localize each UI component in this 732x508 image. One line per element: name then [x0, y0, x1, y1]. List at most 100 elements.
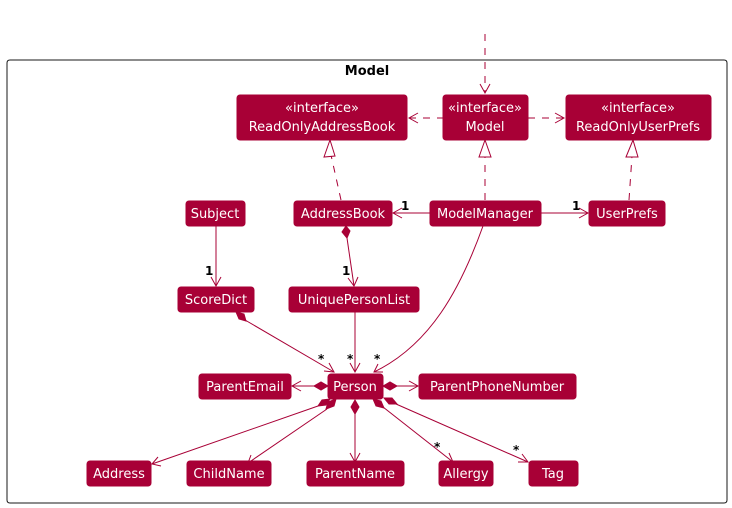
- arrow-head-icon: [347, 276, 359, 287]
- class-name: ModelManager: [437, 207, 534, 222]
- class-box: [186, 460, 272, 487]
- class-name: UserPrefs: [596, 207, 658, 222]
- arrow-head-icon: [407, 112, 419, 124]
- class-addressbook[interactable]: AddressBook: [293, 200, 393, 227]
- composition-diamond-icon: [341, 225, 351, 239]
- class-person[interactable]: Person: [327, 373, 384, 400]
- class-name: AddressBook: [301, 207, 386, 222]
- edge-model-readonlyaddressbook: [407, 112, 444, 124]
- class-parentname[interactable]: ParentName: [306, 460, 405, 487]
- class-tag[interactable]: Tag: [528, 460, 579, 487]
- edge-person-address: [151, 398, 332, 467]
- edge-modelmanager-person: *: [373, 225, 484, 373]
- edge-scoredict-person: *: [235, 311, 335, 373]
- arrow-head-icon: [479, 83, 491, 95]
- class-name: Address: [93, 467, 145, 482]
- multiplicity-label: *: [374, 352, 381, 366]
- class-name: ParentName: [315, 467, 395, 482]
- class-name: Person: [333, 380, 377, 395]
- class-box: [438, 460, 494, 487]
- class-box: [185, 200, 246, 227]
- class-name: ParentPhoneNumber: [430, 380, 565, 395]
- class-box: [528, 460, 579, 487]
- edge-modelmanager-addressbook: 1: [391, 199, 431, 219]
- class-name: Tag: [541, 467, 564, 482]
- class-box: [236, 94, 408, 141]
- class-parentphonenumber[interactable]: ParentPhoneNumber: [418, 373, 577, 400]
- multiplicity-label: 1: [572, 199, 580, 213]
- arrow-head-icon: [210, 276, 222, 288]
- class-box: [327, 373, 384, 400]
- edge-person-parentname: [349, 398, 361, 464]
- class-name: ParentEmail: [206, 380, 284, 395]
- class-name: ReadOnlyAddressBook: [249, 120, 396, 135]
- edge-external-to-model: [479, 34, 491, 95]
- realization-line: [628, 155, 633, 201]
- composition-diamond-icon: [325, 398, 337, 410]
- class-readonlyuserprefs[interactable]: «interface» ReadOnlyUserPrefs: [565, 94, 712, 141]
- stereotype-label: «interface»: [285, 101, 359, 116]
- arrow-head-icon: [373, 363, 383, 373]
- composition-line: [151, 405, 319, 465]
- stereotype-label: «interface»: [448, 101, 522, 116]
- arrow-head-icon: [518, 453, 529, 463]
- multiplicity-label: *: [434, 440, 441, 454]
- class-childname[interactable]: ChildName: [186, 460, 272, 487]
- association-line: [373, 225, 484, 373]
- class-userprefs[interactable]: UserPrefs: [588, 200, 666, 227]
- edge-model-readonlyuserprefs: [528, 112, 566, 124]
- edge-subject-scoredict: 1: [205, 226, 222, 288]
- arrow-head-icon: [151, 456, 162, 467]
- class-box: [198, 373, 292, 400]
- composition-diamond-icon: [381, 381, 399, 391]
- class-parentemail[interactable]: ParentEmail: [198, 373, 292, 400]
- composition-line: [247, 408, 328, 464]
- class-allergy[interactable]: Allergy: [438, 460, 494, 487]
- composition-line: [382, 406, 454, 463]
- composition-diamond-icon: [312, 381, 330, 391]
- class-modelmanager[interactable]: ModelManager: [429, 200, 542, 227]
- composition-line: [395, 403, 529, 463]
- class-box: [429, 200, 542, 227]
- stereotype-label: «interface»: [601, 101, 675, 116]
- edge-person-allergy: *: [372, 398, 454, 463]
- class-model[interactable]: «interface» Model: [442, 94, 529, 141]
- package-title: Model: [345, 64, 389, 79]
- class-scoredict[interactable]: ScoreDict: [177, 286, 255, 313]
- composition-diamond-icon: [235, 311, 247, 322]
- class-name: Subject: [191, 207, 240, 222]
- composition-diamond-icon: [350, 398, 360, 416]
- class-box: [177, 286, 255, 313]
- edge-person-parentphonenumber: [381, 380, 420, 392]
- edge-modelmanager-userprefs: 1: [541, 199, 590, 219]
- class-box: [442, 94, 529, 141]
- realization-triangle-icon: [323, 138, 336, 158]
- class-name: UniquePersonList: [298, 293, 410, 308]
- arrow-head-icon: [290, 380, 302, 392]
- composition-diamond-icon: [382, 397, 399, 405]
- class-name: Model: [465, 120, 504, 135]
- realization-triangle-icon: [478, 138, 492, 158]
- multiplicity-label: 1: [401, 199, 409, 213]
- arrow-head-icon: [349, 362, 361, 374]
- class-readonlyaddressbook[interactable]: «interface» ReadOnlyAddressBook: [236, 94, 408, 141]
- class-address[interactable]: Address: [86, 460, 152, 487]
- class-box: [288, 286, 420, 313]
- class-name: Allergy: [443, 467, 488, 482]
- class-box: [306, 460, 405, 487]
- composition-line: [346, 237, 355, 287]
- package-frame: [6, 59, 728, 504]
- composition-line: [244, 319, 335, 373]
- class-name: ReadOnlyUserPrefs: [576, 120, 700, 135]
- class-name: ScoreDict: [185, 293, 247, 308]
- class-uniquepersonlist[interactable]: UniquePersonList: [288, 286, 420, 313]
- edge-modelmanager-realizes: [478, 138, 492, 200]
- multiplicity-label: *: [318, 352, 325, 366]
- edge-userprefs-realizes: [625, 138, 639, 201]
- class-subject[interactable]: Subject: [185, 200, 246, 227]
- realization-triangle-icon: [625, 138, 639, 158]
- arrow-head-icon: [323, 362, 335, 373]
- edge-person-tag: *: [382, 397, 529, 463]
- arrow-head-icon: [554, 112, 566, 124]
- arrow-head-icon: [391, 207, 403, 219]
